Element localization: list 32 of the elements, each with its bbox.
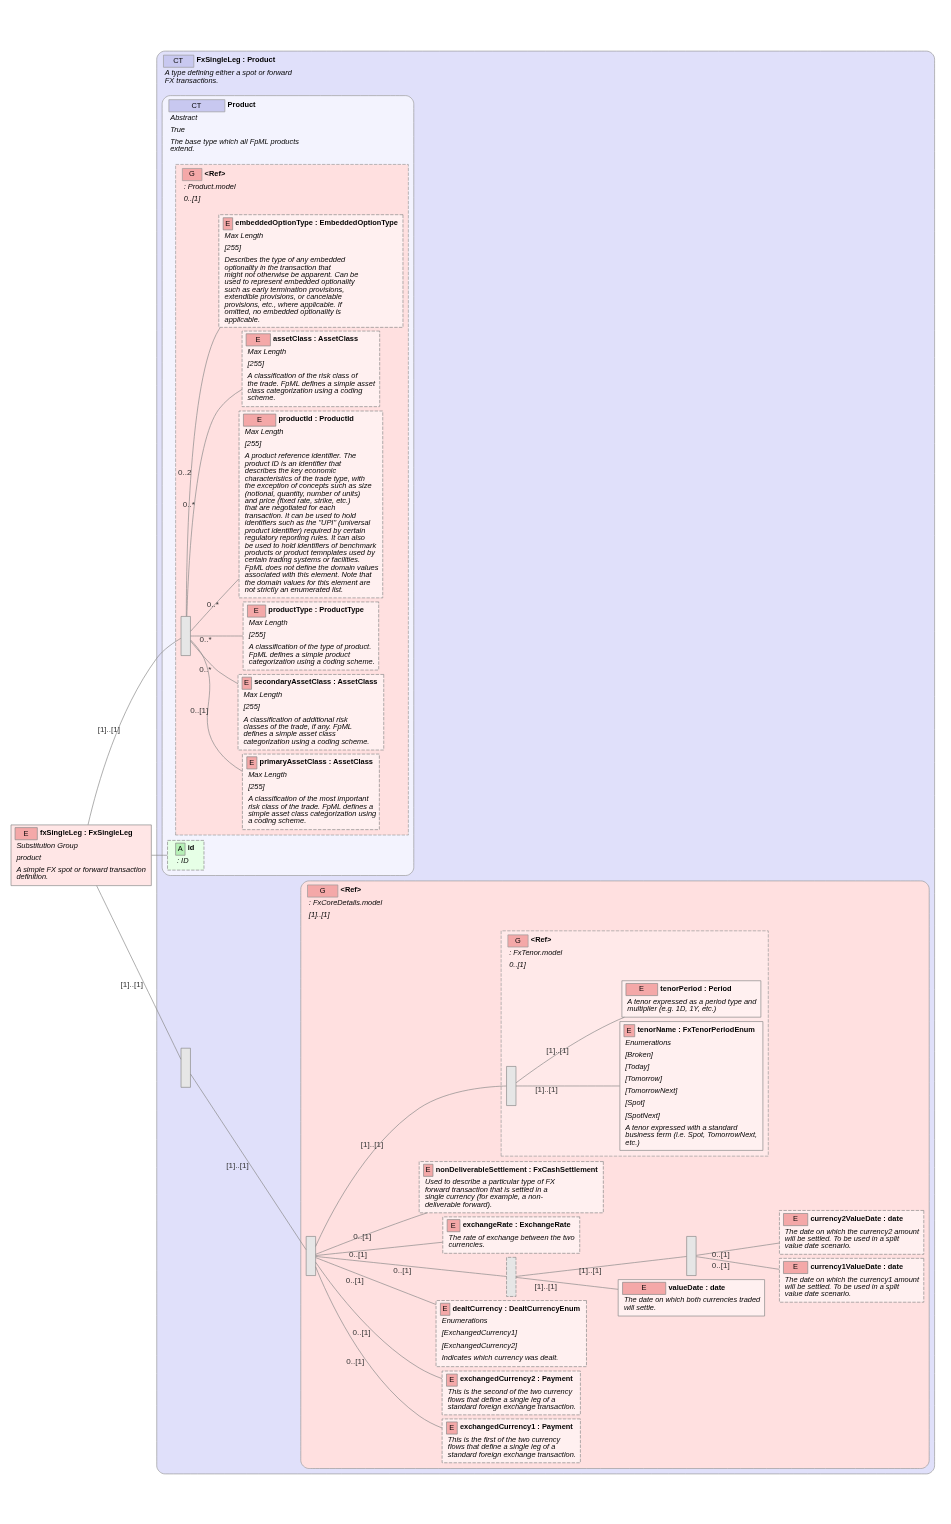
connector: [190, 640, 239, 684]
connector: [190, 635, 244, 636]
connector: [315, 1256, 437, 1305]
node-label: 0..[1]: [509, 959, 526, 969]
connector: [186, 388, 243, 617]
node-box: [180, 1047, 191, 1088]
connector: [186, 326, 221, 617]
connector: [515, 1085, 620, 1086]
connector: [315, 1085, 507, 1247]
connector: [151, 854, 168, 856]
connector: [515, 1016, 625, 1083]
connector: [515, 1255, 687, 1277]
connector: [190, 1073, 307, 1250]
node-box: [686, 1235, 697, 1276]
node-label: 0..[1]: [183, 193, 201, 203]
connector: [87, 637, 182, 825]
connector: [315, 1241, 443, 1256]
node-box: [506, 1065, 517, 1106]
node-box: [506, 1256, 517, 1297]
connector: [515, 1276, 619, 1290]
node-label: [1]..[1]: [308, 909, 330, 919]
connector: [96, 884, 182, 1060]
node-box: [180, 615, 191, 656]
connector: [190, 577, 240, 632]
connector: [315, 1255, 507, 1277]
node-box: [305, 1235, 316, 1276]
connector: [695, 1242, 780, 1256]
connector: [190, 639, 243, 772]
connector: [695, 1255, 780, 1270]
connector: [315, 1212, 428, 1255]
connector: [315, 1265, 443, 1428]
connector: [315, 1261, 443, 1379]
